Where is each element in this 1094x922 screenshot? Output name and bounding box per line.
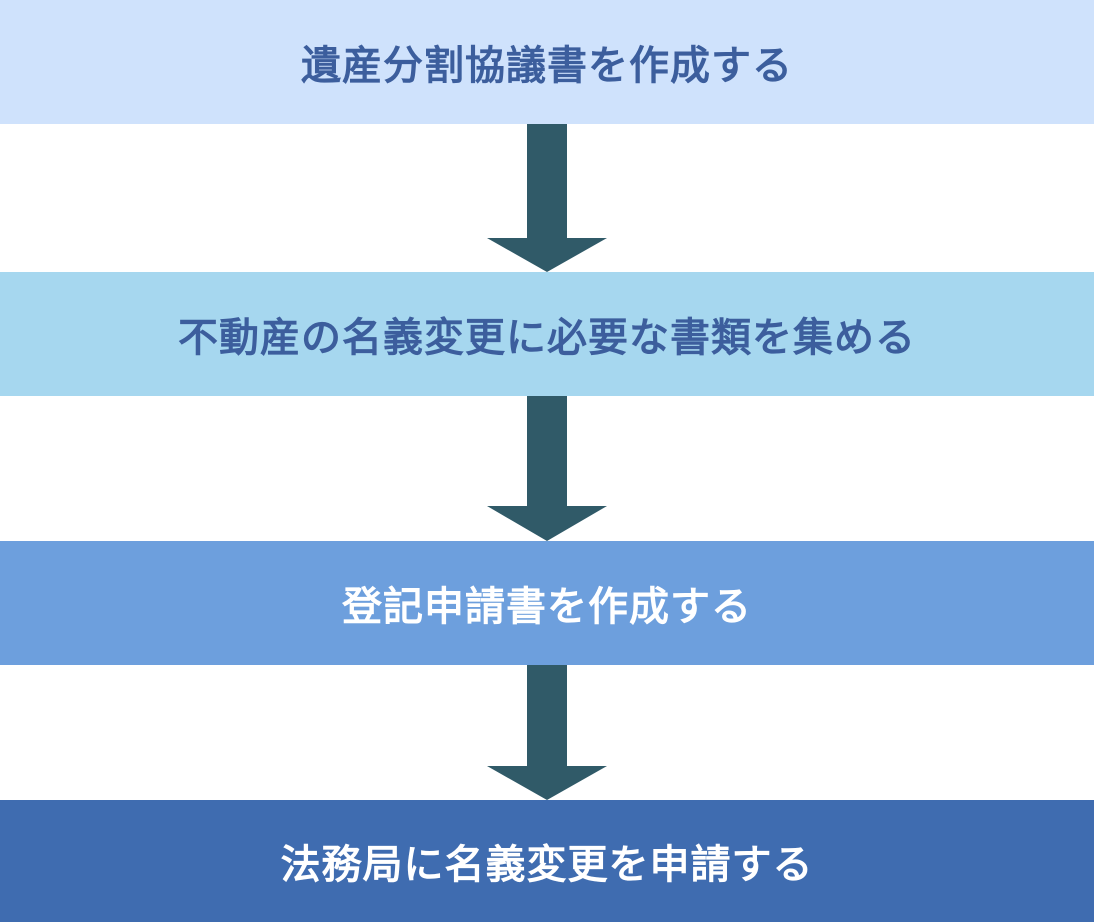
flow-step-2-label: 不動産の名義変更に必要な書類を集める xyxy=(178,314,916,361)
down-arrow-icon xyxy=(487,665,607,800)
flow-step-3-label: 登記申請書を作成する xyxy=(342,583,752,630)
flow-step-1: 遺産分割協議書を作成する xyxy=(0,0,1094,124)
flow-step-1-label: 遺産分割協議書を作成する xyxy=(301,42,793,89)
flow-step-3: 登記申請書を作成する xyxy=(0,541,1094,665)
flow-step-2: 不動産の名義変更に必要な書類を集める xyxy=(0,272,1094,396)
flow-step-4: 法務局に名義変更を申請する xyxy=(0,800,1094,922)
down-arrow-icon xyxy=(487,396,607,541)
down-arrow-icon xyxy=(487,124,607,272)
flow-step-4-label: 法務局に名義変更を申請する xyxy=(280,841,814,888)
